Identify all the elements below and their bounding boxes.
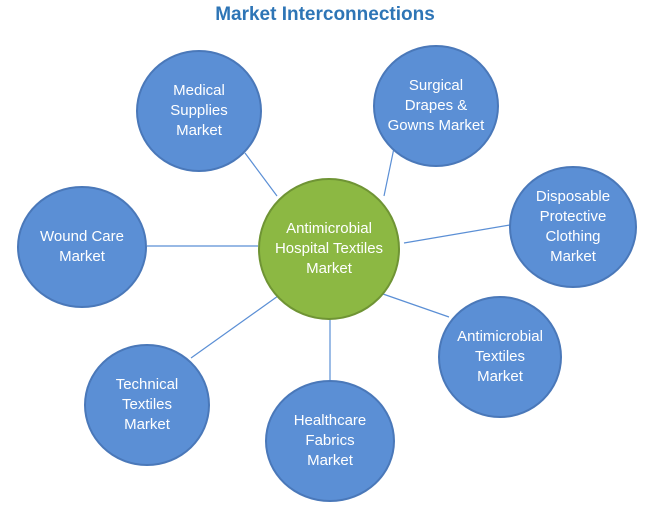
node-label: Wound Care Market xyxy=(40,227,124,265)
diagram-title: Market Interconnections xyxy=(215,4,435,25)
node-healthcare-fabrics: Healthcare Fabrics Market xyxy=(265,380,395,502)
connector-disposable-clothing xyxy=(403,224,511,244)
connector-technical-textiles xyxy=(190,295,279,359)
node-antimicrobial-textiles: Antimicrobial Textiles Market xyxy=(438,296,562,418)
connector-surgical-drapes xyxy=(383,147,395,197)
node-label: Surgical Drapes & Gowns Market xyxy=(387,76,485,135)
node-label: Medical Supplies Market xyxy=(170,81,228,140)
connector-medical-supplies xyxy=(244,152,278,197)
node-technical-textiles: Technical Textiles Market xyxy=(84,344,210,466)
node-label: Antimicrobial Textiles Market xyxy=(457,327,543,386)
connector-antimicrobial-textiles xyxy=(382,293,450,318)
node-label: Technical Textiles Market xyxy=(115,375,179,434)
node-medical-supplies: Medical Supplies Market xyxy=(136,50,262,172)
node-wound-care: Wound Care Market xyxy=(17,186,147,308)
node-surgical-drapes-gowns: Surgical Drapes & Gowns Market xyxy=(373,45,499,167)
node-label: Disposable Protective Clothing Market xyxy=(535,187,611,266)
node-label: Healthcare Fabrics Market xyxy=(293,411,367,470)
center-node-antimicrobial-hospital-textiles: Antimicrobial Hospital Textiles Market xyxy=(258,178,400,320)
node-disposable-protective-clothing: Disposable Protective Clothing Market xyxy=(509,166,637,288)
center-node-label: Antimicrobial Hospital Textiles Market xyxy=(274,219,384,278)
